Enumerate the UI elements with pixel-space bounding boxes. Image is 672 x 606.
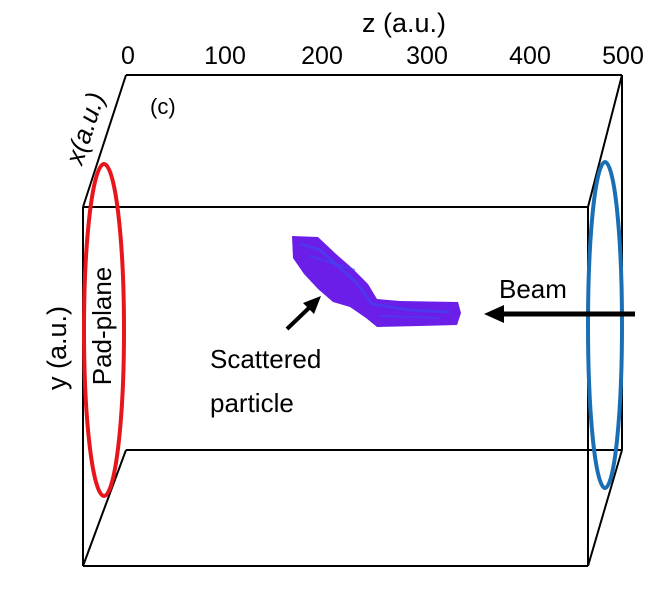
beam-arrow-head <box>484 305 504 323</box>
z-tick-label: 200 <box>301 42 343 70</box>
track-streak <box>379 315 441 319</box>
box-left-top-edge <box>82 74 127 208</box>
track-body <box>292 236 461 327</box>
beam-arrow <box>484 305 635 323</box>
scattered-particle-track <box>292 236 461 327</box>
scattered-arrow <box>285 296 321 331</box>
pad-plane-label: Pad-plane <box>87 267 117 386</box>
z-tick-label: 300 <box>406 42 448 70</box>
scattered-label-line2: particle <box>210 388 294 418</box>
panel-label: (c) <box>150 94 176 119</box>
z-tick-label: 400 <box>509 42 551 70</box>
beam-label: Beam <box>499 274 567 304</box>
scattered-arrow-head <box>303 296 321 314</box>
box-right-top-edge <box>587 74 623 208</box>
y-axis-label: y (a.u.) <box>42 306 72 390</box>
track-highlight <box>299 242 451 314</box>
z-axis-ticks: 0 100 200 300 400 500 <box>121 42 644 70</box>
z-axis-label: z (a.u.) <box>362 8 446 38</box>
detector-box <box>82 74 623 567</box>
box-left-bottom-edge <box>82 449 127 567</box>
scattered-label-line1: Scattered <box>210 344 321 374</box>
scattered-arrow-shaft <box>285 304 313 331</box>
pad-plane-ellipse <box>82 162 126 498</box>
box-right-bottom-edge <box>587 449 623 567</box>
z-tick-label: 500 <box>602 42 644 70</box>
track-streak <box>309 255 356 271</box>
z-tick-label: 0 <box>121 42 135 70</box>
beam-entrance-ellipse <box>586 160 624 490</box>
x-axis-label: x(a.u.) <box>59 89 111 170</box>
z-tick-label: 100 <box>204 42 246 70</box>
